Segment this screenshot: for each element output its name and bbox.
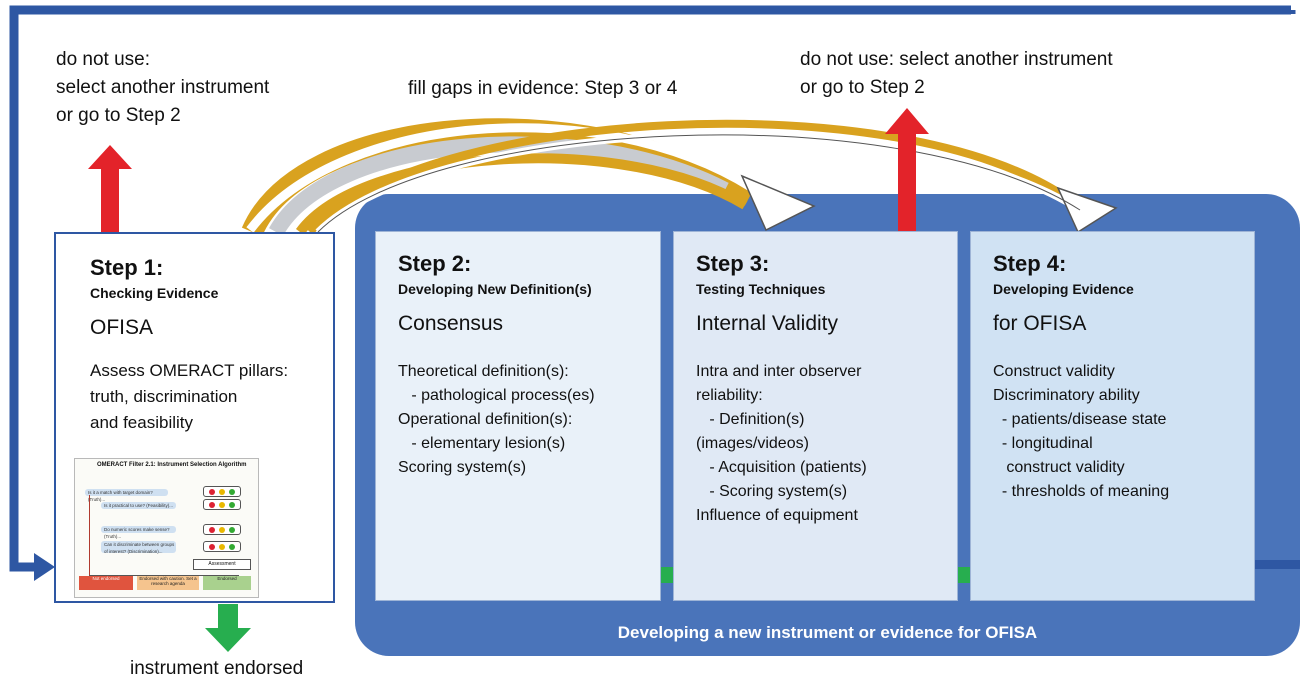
step-lines: Theoretical definition(s): - pathologica…: [398, 363, 595, 476]
algorithm-question: Can it discriminate between groups of in…: [101, 541, 176, 554]
step-subtitle: Checking Evidence: [90, 285, 219, 301]
algorithm-outcome: Endorsed with caution. Set a research ag…: [137, 576, 199, 590]
step-heading: Internal Validity: [696, 312, 839, 335]
return-line-stub: [1238, 560, 1300, 569]
step-title: Step 4:: [993, 251, 1067, 276]
step-2-panel: Step 2: Developing New Definition(s) Con…: [375, 231, 661, 601]
step-subtitle: Developing Evidence: [993, 281, 1134, 297]
green-arrow-down: [205, 604, 251, 652]
algorithm-assessment: Assessment: [193, 559, 251, 570]
step-heading: Consensus: [398, 312, 504, 335]
step-3-panel: Step 3: Testing Techniques Internal Vali…: [673, 231, 958, 601]
step-title: Step 1:: [90, 255, 164, 280]
bottom-note: instrument endorsed: [130, 658, 304, 679]
step-lines: Assess OMERACT pillars: truth, discrimin…: [90, 361, 289, 432]
red-arrow-step1: [88, 145, 132, 233]
rating-dots: [203, 524, 241, 535]
rating-dots: [203, 541, 241, 552]
step-title: Step 3:: [696, 251, 770, 276]
rating-dots: [203, 486, 241, 497]
top-right-note: do not use: select another instrument or…: [800, 49, 1113, 98]
algorithm-question: Is it a match with target domain? (Truth…: [85, 489, 168, 502]
step-heading: OFISA: [90, 316, 154, 339]
algorithm-title: OMERACT Filter 2.1: Instrument Selection…: [97, 462, 247, 468]
step-subtitle: Developing New Definition(s): [398, 281, 592, 297]
rating-dots: [203, 499, 241, 510]
step-4-panel: Step 4: Developing Evidence for OFISA Co…: [970, 231, 1255, 601]
band-caption: Developing a new instrument or evidence …: [617, 623, 1038, 642]
algorithm-outcome: Not endorsed: [79, 576, 133, 590]
algorithm-question: Is it practical to use? (Feasibility)...: [101, 502, 176, 509]
algorithm-thumbnail: OMERACT Filter 2.1: Instrument Selection…: [74, 458, 259, 598]
step-title: Step 2:: [398, 251, 472, 276]
step-heading: for OFISA: [993, 312, 1087, 335]
frame-arrowhead: [34, 553, 55, 581]
gap-note: fill gaps in evidence: Step 3 or 4: [408, 78, 678, 99]
step-lines: Intra and inter observer reliability: - …: [696, 363, 867, 524]
algorithm-question: Do numeric scores make sense? (Truth)...: [101, 526, 176, 539]
step-subtitle: Testing Techniques: [696, 281, 826, 297]
top-left-note: do not use: select another instrument or…: [56, 49, 270, 126]
step-1-panel: Step 1: Checking Evidence OFISA Assess O…: [54, 232, 335, 603]
red-arrow-step3: [885, 108, 929, 233]
step-lines: Construct validity Discriminatory abilit…: [993, 363, 1170, 500]
algorithm-outcome: Endorsed: [203, 576, 251, 590]
